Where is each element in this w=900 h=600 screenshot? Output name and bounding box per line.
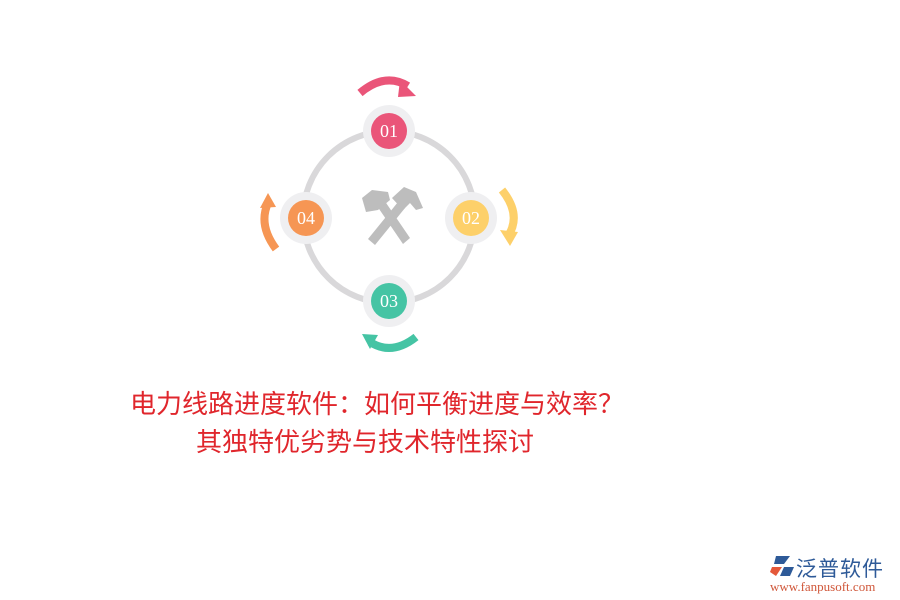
step-node-04: 04 bbox=[280, 192, 332, 244]
arrow-left-icon bbox=[260, 193, 280, 252]
title-line-2: 其独特优劣势与技术特性探讨 bbox=[196, 428, 535, 458]
cycle-ring bbox=[260, 76, 518, 352]
arrow-bottom-icon bbox=[362, 333, 419, 352]
step-label: 03 bbox=[371, 283, 407, 319]
brand-name: 泛普软件 bbox=[796, 557, 884, 581]
brand-logo: 泛普软件 www.fanpusoft.com bbox=[770, 553, 895, 595]
brand-url: www.fanpusoft.com bbox=[770, 579, 876, 594]
title-line-1: 电力线路进度软件：如何平衡进度与效率？ bbox=[130, 390, 625, 420]
step-node-03: 03 bbox=[363, 275, 415, 327]
arrow-right-icon bbox=[498, 187, 518, 246]
arrow-top-icon bbox=[357, 76, 416, 97]
fanpu-logo-icon bbox=[770, 556, 794, 576]
step-node-02: 02 bbox=[445, 192, 497, 244]
step-label: 02 bbox=[453, 200, 489, 236]
step-label: 01 bbox=[371, 113, 407, 149]
step-node-01: 01 bbox=[363, 105, 415, 157]
cycle-diagram: 01 02 03 04 bbox=[260, 76, 518, 352]
crossed-hammers-icon bbox=[362, 187, 423, 245]
step-label: 04 bbox=[288, 200, 324, 236]
